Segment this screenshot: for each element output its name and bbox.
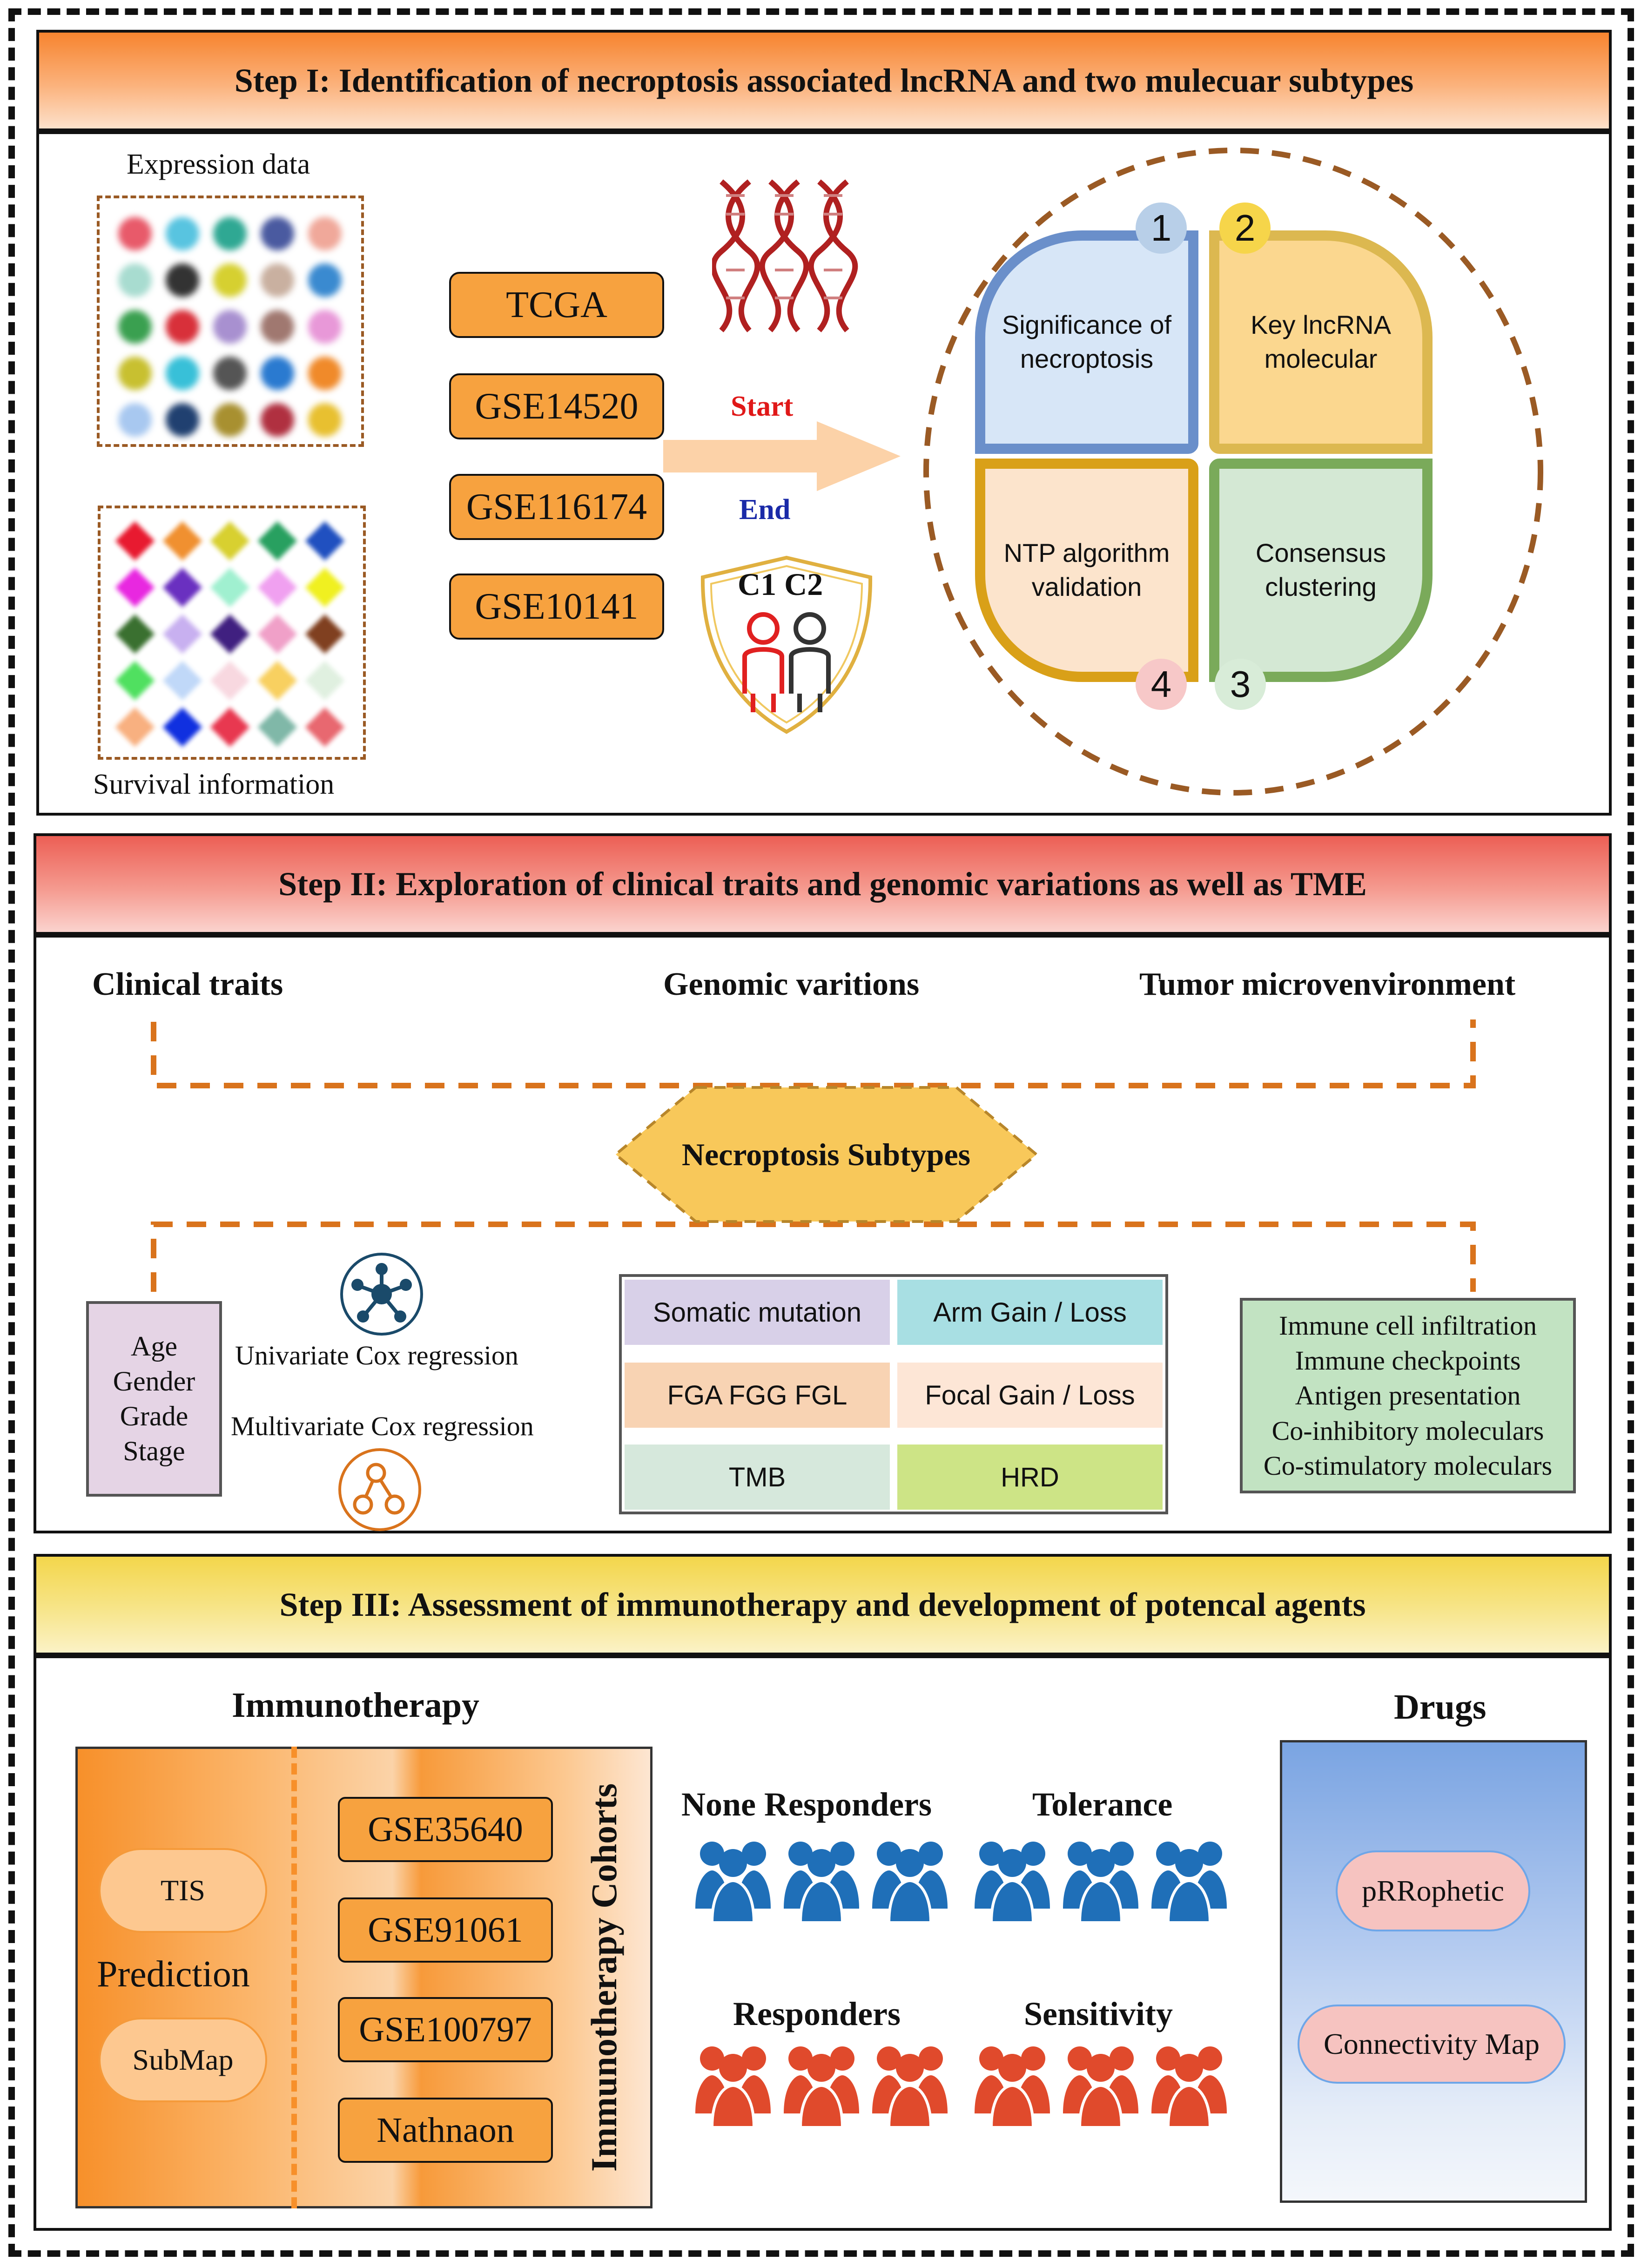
genomic-tmb: TMB — [625, 1444, 890, 1510]
clinical-gender: Gender — [113, 1366, 195, 1397]
network-icon — [340, 1253, 423, 1336]
petal-consensus: Consensus clustering — [1209, 459, 1433, 682]
step3-banner: Step III: Assessment of immunotherapy an… — [34, 1554, 1612, 1655]
tme-co-inhibitory: Co-inhibitory moleculars — [1271, 1415, 1544, 1446]
sensitivity-group-icon-2 — [1063, 2046, 1138, 2127]
drugs-header: Drugs — [1394, 1688, 1487, 1727]
cohort-gse100797: GSE100797 — [338, 1997, 553, 2062]
step1-title: Step I: Identification of necroptosis as… — [234, 61, 1414, 99]
tme-co-stimulatory: Co-stimulatory moleculars — [1263, 1451, 1553, 1481]
outer-dashed-border — [8, 8, 1634, 2257]
step2-title: Step II: Exploration of clinical traits … — [278, 865, 1367, 903]
tolerance-group-icon-1 — [975, 1842, 1050, 1923]
prrophetic-pill: pRRophetic — [1336, 1850, 1530, 1931]
share-nodes-icon — [338, 1448, 421, 1531]
nonresponder-group-icon-1 — [695, 1842, 771, 1923]
connector-lines — [151, 1019, 1476, 1292]
necroptosis-subtypes-label: Necroptosis Subtypes — [681, 1136, 971, 1172]
tolerance-label: Tolerance — [1032, 1786, 1173, 1823]
responder-group-icon-3 — [872, 2046, 948, 2127]
nonresponder-group-icon-2 — [784, 1842, 859, 1923]
arrow-start-label: Start — [731, 391, 794, 422]
cohort-gse35640: GSE35640 — [338, 1797, 553, 1862]
immunotherapy-header: Immunotherapy — [232, 1686, 480, 1725]
nonresponder-group-icon-3 — [872, 1842, 948, 1923]
shield-label: C1 C2 — [738, 567, 823, 602]
prediction-label: Prediction — [97, 1954, 250, 1995]
responders-label: Responders — [733, 1995, 901, 2032]
petal-significance-label: Significance of necroptosis — [1002, 310, 1172, 373]
tolerance-group-icon-3 — [1151, 1842, 1227, 1923]
connectivity-map-pill: Connectivity Map — [1298, 2005, 1566, 2084]
step2-banner: Step II: Exploration of clinical traits … — [34, 833, 1612, 935]
petal-key-lncrna-label: Key lncRNA molecular — [1251, 310, 1391, 373]
survival-info-box — [98, 506, 366, 760]
genomic-hrd: HRD — [897, 1444, 1163, 1510]
none-responders-label: None Responders — [681, 1786, 932, 1823]
petal-ntp-label: NTP algorithm validation — [1003, 538, 1170, 601]
clinical-age: Age — [131, 1331, 177, 1362]
sensitivity-label: Sensitivity — [1024, 1995, 1173, 2032]
sensitivity-group-icon-3 — [1151, 2046, 1227, 2127]
genomic-focal-gain-loss: Focal Gain / Loss — [897, 1363, 1163, 1428]
petal-consensus-label: Consensus clustering — [1255, 538, 1386, 601]
tme-immune-checkpoints: Immune checkpoints — [1295, 1345, 1521, 1376]
submap-pill: SubMap — [99, 2018, 267, 2102]
cohort-gse91061: GSE91061 — [338, 1897, 553, 1963]
petal-ntp: NTP algorithm validation — [975, 459, 1198, 682]
genomic-somatic-mutation: Somatic mutation — [625, 1280, 890, 1345]
sensitivity-group-icon-1 — [975, 2046, 1050, 2127]
survival-info-label: Survival information — [93, 769, 335, 800]
clinical-stage: Stage — [123, 1436, 185, 1466]
tme-antigen-presentation: Antigen presentation — [1295, 1380, 1521, 1411]
responder-group-icon-1 — [695, 2046, 771, 2127]
step3-title: Step III: Assessment of immunotherapy an… — [279, 1586, 1366, 1623]
genomic-arm-gain-loss: Arm Gain / Loss — [897, 1280, 1163, 1345]
clinical-items-box: Age Gender Grade Stage — [86, 1301, 222, 1497]
genomic-variations-header: Genomic varitions — [663, 966, 920, 1002]
tis-pill: TIS — [99, 1848, 267, 1933]
tme-immune-infiltration: Immune cell infiltration — [1278, 1310, 1537, 1341]
expression-data-label: Expression data — [127, 148, 310, 180]
petal-number-3: 3 — [1215, 659, 1266, 710]
shield-icon — [700, 555, 873, 734]
responder-group-icon-2 — [784, 2046, 859, 2127]
tolerance-group-icon-2 — [1063, 1842, 1138, 1923]
clinical-traits-header: Clinical traits — [92, 966, 283, 1002]
dna-icon — [712, 179, 858, 332]
univariate-cox-label: Univariate Cox regression — [235, 1340, 518, 1370]
immunotherapy-divider — [291, 1747, 297, 2208]
dataset-gse14520: GSE14520 — [449, 373, 664, 439]
arrow-end-label: End — [739, 494, 791, 526]
dataset-gse116174: GSE116174 — [449, 474, 664, 540]
petal-key-lncrna: Key lncRNA molecular — [1209, 230, 1433, 454]
dataset-gse10141: GSE10141 — [449, 574, 664, 640]
dataset-tcga: TCGA — [449, 272, 664, 338]
necroptosis-hexagon — [613, 1086, 1039, 1223]
immunotherapy-cohorts-label: Immunotherapy Cohorts — [584, 1783, 624, 2172]
cohort-nathnaon: Nathnaon — [338, 2098, 553, 2163]
petal-number-1: 1 — [1136, 202, 1187, 254]
drugs-box — [1280, 1740, 1587, 2203]
process-circle-dashed — [923, 148, 1543, 796]
genomic-fga-fgg-fgl: FGA FGG FGL — [625, 1363, 890, 1428]
tme-items-box: Immune cell infiltration Immune checkpoi… — [1240, 1298, 1576, 1493]
multivariate-cox-label: Multivariate Cox regression — [231, 1411, 534, 1441]
clinical-grade: Grade — [120, 1401, 188, 1431]
petal-number-2: 2 — [1219, 202, 1271, 254]
petal-number-4: 4 — [1136, 659, 1187, 710]
expression-data-box — [97, 196, 364, 447]
people-icons — [693, 1829, 1243, 2137]
step1-banner: Step I: Identification of necroptosis as… — [36, 30, 1612, 131]
tme-header: Tumor microvenvironment — [1139, 966, 1516, 1002]
process-arrow — [663, 421, 901, 491]
